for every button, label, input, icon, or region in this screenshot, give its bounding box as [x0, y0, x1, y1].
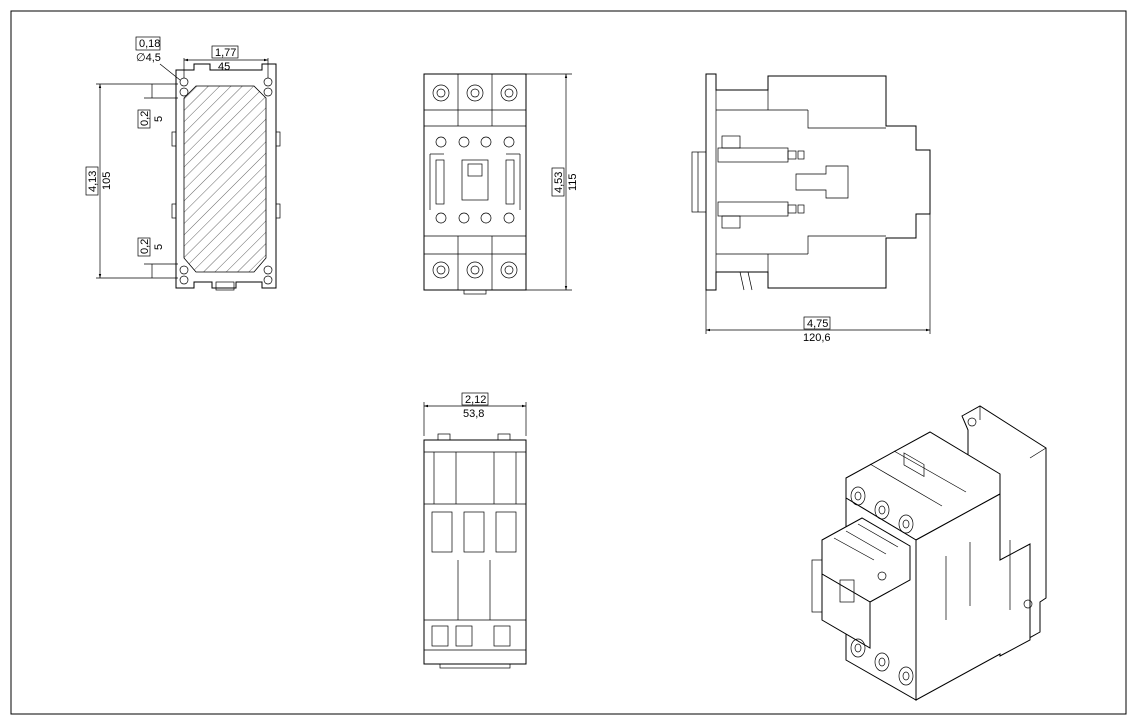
dim-width-mm: 45: [218, 61, 230, 73]
side-body-outline: [705, 73, 931, 291]
dim-box: [461, 392, 489, 406]
small-screw-icon: [435, 136, 447, 148]
mounting-hole-icon: [1023, 599, 1033, 609]
terminal-screw-icon: [466, 261, 484, 279]
mounting-hole-icon: [967, 417, 977, 427]
dim-hole-inch: 0,18: [139, 38, 160, 50]
small-screw-icon: [458, 212, 470, 224]
dim-box: [135, 36, 161, 51]
terminal-screw-icon: [466, 84, 484, 102]
mounting-view: 0,18 ∅4,5 1,77 45 4,13 105 0,2 5: [85, 36, 281, 291]
front-center-window: [461, 159, 489, 201]
mounting-hole-top-left: [179, 77, 189, 97]
dim-height-inch: 4,13: [87, 171, 99, 192]
side-view: 4,75 120,6: [691, 73, 931, 344]
pole-slot: [495, 511, 517, 553]
terminal-screw-icon: [874, 652, 890, 672]
dim-top-offset-mm: 5: [153, 116, 165, 122]
dim-box: [803, 316, 831, 330]
terminal-screw-icon: [850, 638, 866, 658]
drawing-border: [10, 10, 1127, 715]
front-body-outline: [423, 73, 527, 291]
contact-bar: [717, 201, 789, 217]
small-screw-icon: [480, 212, 492, 224]
dim-side-depth-mm: 120,6: [803, 332, 831, 344]
dim-bottom-offset-mm: 5: [153, 244, 165, 250]
contact-bar: [717, 147, 789, 163]
dim-front-height-mm: 115: [567, 173, 579, 191]
pole-slot: [431, 511, 453, 553]
mounting-hole-top-right: [263, 77, 273, 97]
mount-tab: [171, 131, 177, 147]
mount-tab: [275, 131, 281, 147]
dim-top-offset-inch: 0,2: [139, 111, 151, 126]
dim-side-depth-inch: 4,75: [807, 318, 828, 330]
top-view: 2,12 53,8: [423, 392, 527, 669]
dim-bottom-offset-inch: 0,2: [139, 239, 151, 254]
small-screw-icon: [435, 212, 447, 224]
armature: [795, 165, 849, 199]
din-rail-clip: [691, 151, 707, 213]
mount-tab: [275, 203, 281, 219]
terminal-screw-icon: [432, 261, 450, 279]
dim-front-height-inch: 4,53: [553, 172, 565, 193]
dim-top-width-inch: 2,12: [465, 394, 486, 406]
small-screw-icon: [503, 212, 515, 224]
small-screw-icon: [503, 136, 515, 148]
iso-housing-side: [915, 493, 1031, 701]
dim-top-width-mm: 53,8: [463, 408, 484, 420]
terminal-screw-icon: [432, 84, 450, 102]
mounting-hole-bottom-left: [179, 265, 189, 285]
pole-slot: [463, 511, 485, 553]
mounting-hole-bottom-right: [263, 265, 273, 285]
dim-box: [211, 45, 239, 59]
terminal-screw-icon: [874, 500, 890, 520]
mount-clip: [215, 281, 235, 291]
dim-height-mm: 105: [101, 172, 113, 190]
terminal-screw-icon: [898, 666, 914, 686]
dim-hole-mm: ∅4,5: [136, 52, 161, 64]
terminal-screw-icon: [850, 486, 866, 506]
terminal-screw-icon: [500, 84, 518, 102]
dim-width-inch: 1,77: [215, 47, 236, 59]
isometric-view: [811, 405, 1047, 701]
small-screw-icon: [480, 136, 492, 148]
terminal-screw-icon: [898, 514, 914, 534]
mount-tab: [171, 203, 177, 219]
mounting-hatched-area: [183, 85, 267, 273]
small-screw-icon: [877, 571, 887, 581]
front-view: 4,53 115: [423, 73, 579, 295]
terminal-screw-icon: [500, 261, 518, 279]
mounting-plate-outline: [175, 63, 277, 289]
small-screw-icon: [458, 136, 470, 148]
